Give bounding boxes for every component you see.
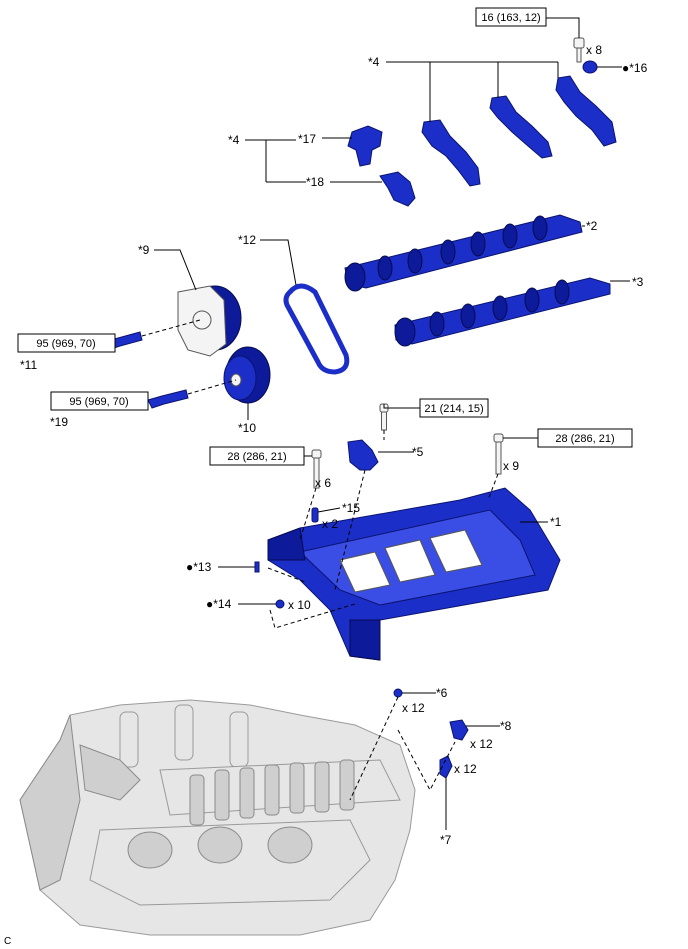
callout-13: ●*13 <box>186 560 212 574</box>
svg-text:95 (969, 70): 95 (969, 70) <box>36 338 95 350</box>
torque-spec-21: 21 (214, 15) <box>419 398 489 418</box>
callout-11: *11 <box>20 358 37 372</box>
quantity-labels: x 8 x 6 x 9 x 2 x 10 x 12 x 12 x 12 <box>288 43 602 776</box>
quantity-x6: x 6 <box>315 476 331 490</box>
oil-plug-16 <box>582 60 598 74</box>
quantity-x12-adjuster: x 12 <box>470 737 493 751</box>
callout-8: *8 <box>500 719 512 733</box>
valve-springs <box>189 759 355 826</box>
callout-labels: *4 ●*16 *4 *17 *18 *2 *12 *9 *3 *11 *19 … <box>20 55 648 847</box>
camshaft-3 <box>394 277 611 347</box>
callout-14: ●*14 <box>206 597 232 611</box>
cam-position-sensor-5 <box>347 439 379 471</box>
pin-13 <box>254 561 260 573</box>
quantity-x12-plug: x 12 <box>402 701 425 715</box>
valve-rocker-7 <box>439 755 453 779</box>
housing-bolt-right <box>493 433 504 475</box>
callout-1: *1 <box>550 515 562 529</box>
torque-spec-16: 16 (163, 12) <box>475 7 547 27</box>
bearing-cap-4-middle <box>489 95 553 159</box>
callout-9: *9 <box>138 243 150 257</box>
bearing-cap-18 <box>379 171 416 207</box>
callout-19: *19 <box>50 415 68 429</box>
callout-12: *12 <box>238 233 256 247</box>
camshaft-timing-gear-9 <box>177 285 242 357</box>
callout-5: *5 <box>412 445 424 459</box>
bearing-cap-4-left <box>421 119 481 187</box>
callout-17: *17 <box>298 132 316 146</box>
stud-15 <box>311 507 319 523</box>
camshaft-housing-1 <box>267 487 561 661</box>
torque-spec-95-lower: 95 (969, 70) <box>50 391 149 411</box>
callout-4-top: *4 <box>368 55 380 69</box>
quantity-x2: x 2 <box>322 517 338 531</box>
quantity-x10: x 10 <box>288 598 311 612</box>
torque-spec-28-right: 28 (286, 21) <box>537 428 633 448</box>
bearing-cap-17 <box>347 125 383 167</box>
callout-10: *10 <box>238 421 256 435</box>
svg-text:95 (969, 70): 95 (969, 70) <box>69 396 128 408</box>
quantity-x9: x 9 <box>503 459 519 473</box>
svg-text:28 (286, 21): 28 (286, 21) <box>227 451 286 463</box>
svg-text:21 (214, 15): 21 (214, 15) <box>424 403 483 415</box>
torque-spec-95-upper: 95 (969, 70) <box>17 333 116 353</box>
leader-lines <box>105 17 630 830</box>
torque-spec-28-left: 28 (286, 21) <box>209 446 305 466</box>
plug-14 <box>275 599 285 609</box>
callout-2: *2 <box>586 219 598 233</box>
plug-6 <box>393 688 403 698</box>
callout-4-left: *4 <box>228 133 240 147</box>
camshaft-timing-sprocket-10 <box>223 346 271 404</box>
engine-block-illustration <box>19 699 416 936</box>
svg-text:16 (163, 12): 16 (163, 12) <box>481 12 540 24</box>
callout-6: *6 <box>436 686 448 700</box>
bearing-cap-4-right <box>555 75 617 147</box>
quantity-x12-rocker: x 12 <box>454 762 477 776</box>
bearing-cap-bolt <box>573 37 585 63</box>
quantity-x8: x 8 <box>586 43 602 57</box>
callout-3: *3 <box>632 275 644 289</box>
camshaft-2 <box>344 214 583 292</box>
callout-7: *7 <box>440 833 452 847</box>
figure-code: C <box>4 936 11 947</box>
lash-adjuster-8 <box>449 719 469 741</box>
svg-text:28 (286, 21): 28 (286, 21) <box>555 433 614 445</box>
housing-bolt-left <box>311 449 322 489</box>
gear-bolt-19 <box>147 389 189 409</box>
callout-15: *15 <box>342 501 360 515</box>
callout-16: ●*16 <box>622 61 648 75</box>
timing-chain-12 <box>283 283 350 375</box>
callout-18: *18 <box>306 175 324 189</box>
